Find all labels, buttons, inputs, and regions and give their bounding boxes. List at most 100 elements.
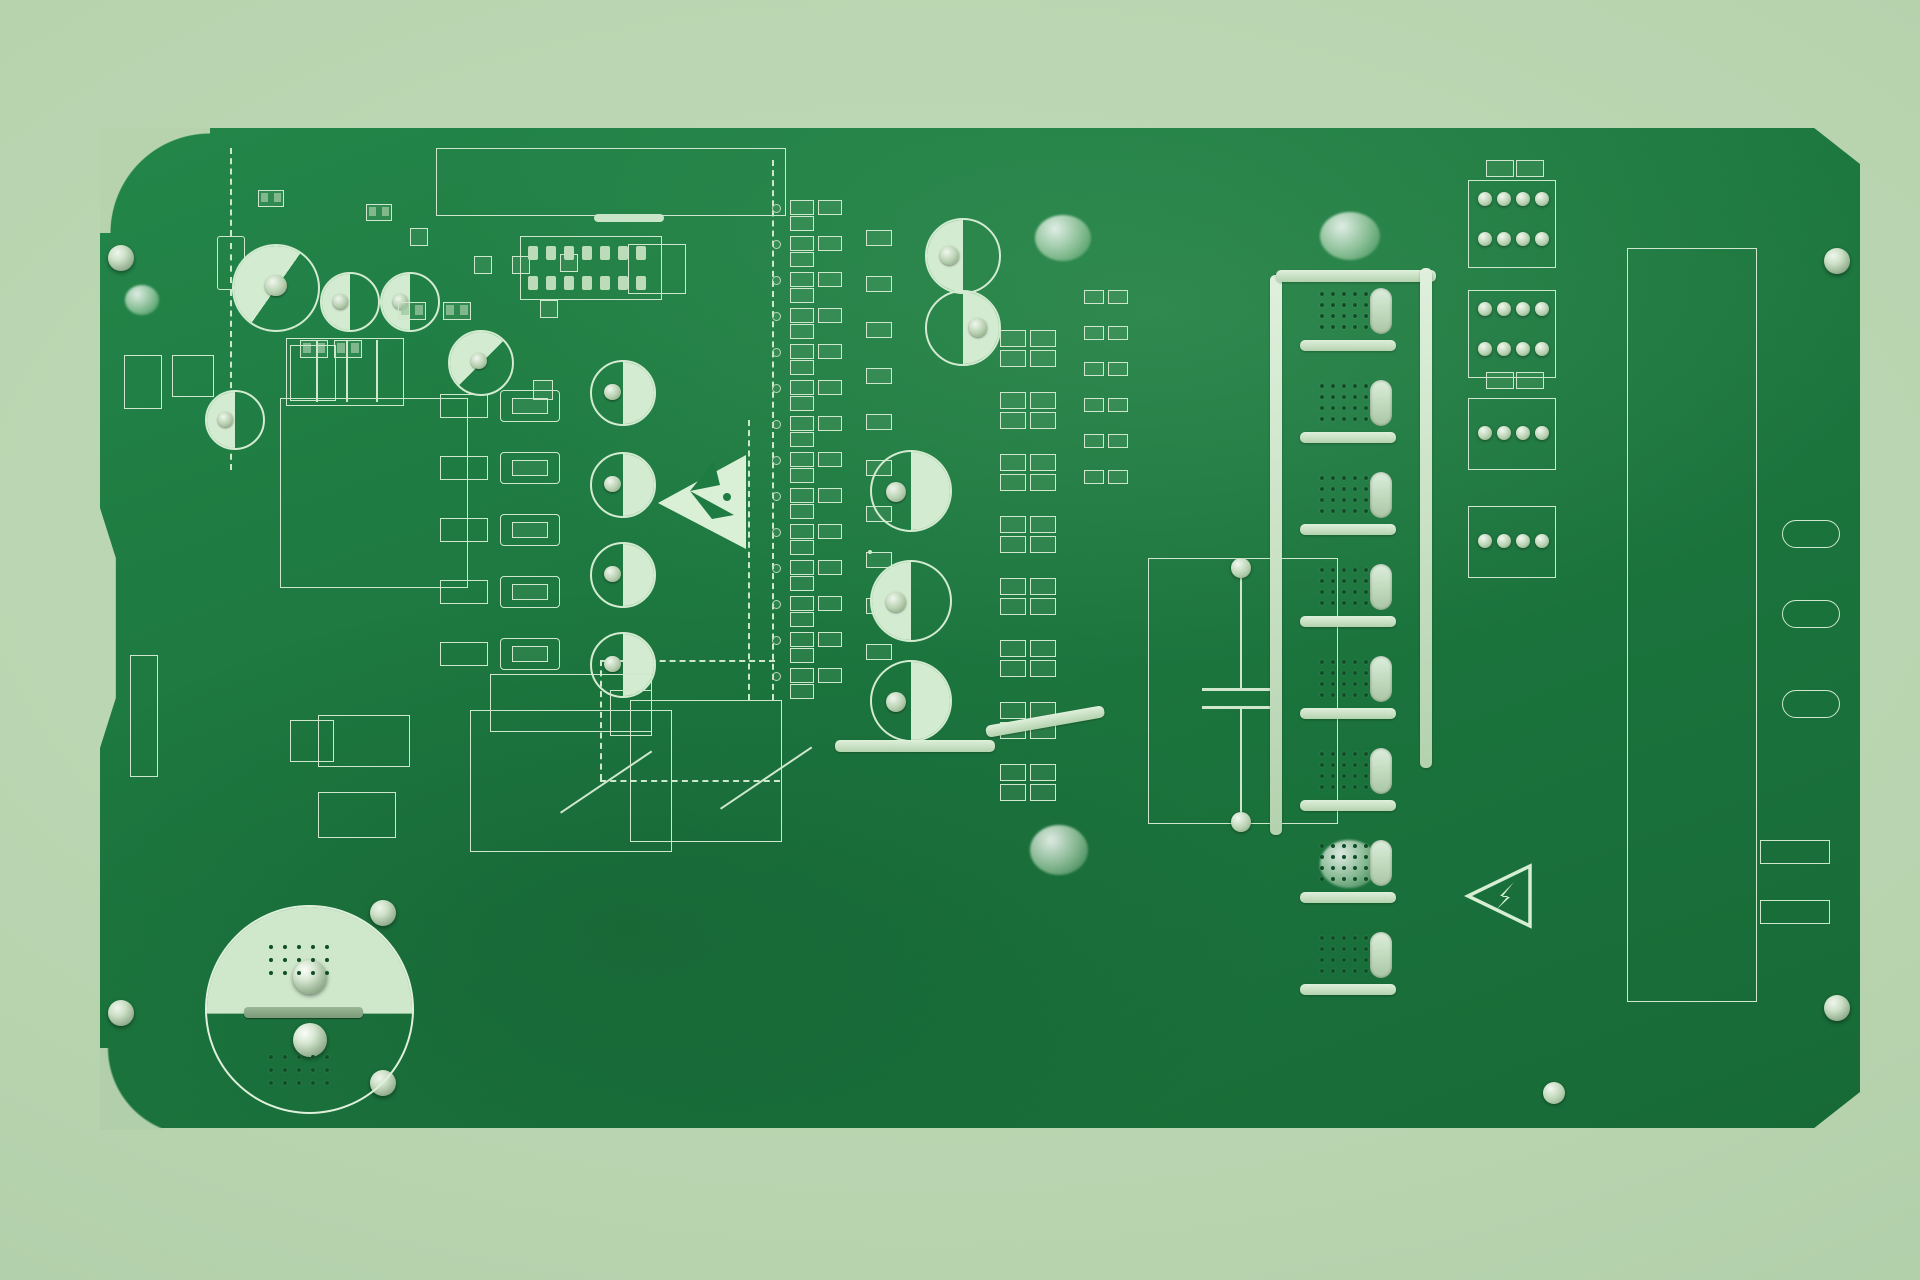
smd-pad bbox=[790, 648, 814, 663]
smd-pad bbox=[790, 560, 814, 575]
via bbox=[283, 1081, 287, 1085]
via bbox=[1342, 406, 1346, 410]
smd-pad bbox=[1000, 764, 1026, 781]
via bbox=[1320, 498, 1324, 502]
electrolytic-cap-footprint bbox=[590, 360, 656, 426]
highlight-blob bbox=[1320, 840, 1378, 888]
via bbox=[1331, 384, 1335, 388]
smd-pad bbox=[1000, 392, 1026, 409]
smd-pad bbox=[1000, 412, 1026, 429]
resistor-footprint bbox=[440, 518, 488, 542]
dip-ic-footprint bbox=[628, 244, 686, 294]
via bbox=[311, 1068, 315, 1072]
connector-pin bbox=[1478, 192, 1492, 206]
connector-footprint bbox=[1760, 840, 1830, 864]
via bbox=[1331, 476, 1335, 480]
smd-pad bbox=[790, 432, 814, 447]
via bbox=[283, 945, 287, 949]
via bbox=[1342, 476, 1346, 480]
component-outline bbox=[318, 715, 410, 767]
via bbox=[1320, 774, 1324, 778]
via bbox=[297, 971, 301, 975]
smd-pad bbox=[1108, 470, 1128, 484]
via bbox=[1364, 693, 1368, 697]
via bbox=[1320, 476, 1324, 480]
via bbox=[772, 456, 781, 465]
via bbox=[1331, 671, 1335, 675]
cap-symbol-plate bbox=[1202, 706, 1282, 709]
via bbox=[325, 1055, 329, 1059]
connector-pin bbox=[1516, 342, 1530, 356]
via bbox=[297, 958, 301, 962]
smd-pad bbox=[334, 340, 362, 358]
via bbox=[1353, 671, 1357, 675]
via bbox=[1320, 969, 1324, 973]
via bbox=[269, 1068, 273, 1072]
connector-pin bbox=[1497, 534, 1511, 548]
via bbox=[1342, 314, 1346, 318]
smd-pad bbox=[790, 452, 814, 467]
via bbox=[1320, 947, 1324, 951]
dip-footprint bbox=[290, 345, 336, 401]
via bbox=[772, 636, 781, 645]
smd-pad bbox=[366, 204, 392, 221]
smd-pad bbox=[1486, 372, 1514, 389]
via bbox=[1320, 660, 1324, 664]
relay-footprint bbox=[630, 700, 782, 842]
smd-pad bbox=[790, 344, 814, 359]
via bbox=[1353, 763, 1357, 767]
via bbox=[1353, 936, 1357, 940]
terminal-slot-pad bbox=[1370, 288, 1392, 334]
smd-pad bbox=[258, 190, 284, 207]
via bbox=[297, 1081, 301, 1085]
film-capacitor-outline bbox=[1148, 558, 1338, 824]
via bbox=[311, 958, 315, 962]
connector-pin bbox=[1535, 342, 1549, 356]
via bbox=[1331, 590, 1335, 594]
via bbox=[1331, 958, 1335, 962]
copper-trace bbox=[1300, 340, 1396, 351]
via bbox=[1342, 384, 1346, 388]
via bbox=[1364, 476, 1368, 480]
smd-pad bbox=[790, 252, 814, 267]
via bbox=[1331, 877, 1335, 881]
smd-pad bbox=[1000, 454, 1026, 471]
smd-pad bbox=[790, 684, 814, 699]
via bbox=[283, 1055, 287, 1059]
smd-pad bbox=[512, 256, 530, 274]
ic-pad bbox=[582, 246, 592, 260]
smd-pad bbox=[1030, 454, 1056, 471]
connector-pin bbox=[1497, 342, 1511, 356]
via bbox=[1353, 958, 1357, 962]
via bbox=[269, 971, 273, 975]
via bbox=[772, 564, 781, 573]
via bbox=[1331, 417, 1335, 421]
connector-pin bbox=[1535, 534, 1549, 548]
smd-pad bbox=[1084, 362, 1104, 376]
via bbox=[1353, 325, 1357, 329]
smd-pad bbox=[1030, 412, 1056, 429]
via bbox=[1353, 660, 1357, 664]
copper-trace bbox=[1300, 892, 1396, 903]
connector-outline bbox=[1468, 506, 1556, 578]
via bbox=[772, 276, 781, 285]
via bbox=[1342, 579, 1346, 583]
via bbox=[772, 312, 781, 321]
via bbox=[1364, 509, 1368, 513]
terminal-slot-pad bbox=[1370, 380, 1392, 426]
via bbox=[1353, 601, 1357, 605]
cap-symbol-lead bbox=[1240, 570, 1242, 690]
via bbox=[1342, 292, 1346, 296]
via bbox=[1320, 292, 1324, 296]
resistor-footprint bbox=[440, 642, 488, 666]
smd-pad bbox=[818, 272, 842, 287]
via bbox=[1353, 877, 1357, 881]
board-corner-chamfer-top-left bbox=[100, 128, 210, 233]
via bbox=[1331, 406, 1335, 410]
bulk-capacitor-footprint bbox=[205, 905, 414, 1114]
connector-pin bbox=[1478, 302, 1492, 316]
via bbox=[1342, 785, 1346, 789]
via bbox=[1320, 785, 1324, 789]
via bbox=[1353, 866, 1357, 870]
diode-footprint bbox=[500, 390, 560, 422]
